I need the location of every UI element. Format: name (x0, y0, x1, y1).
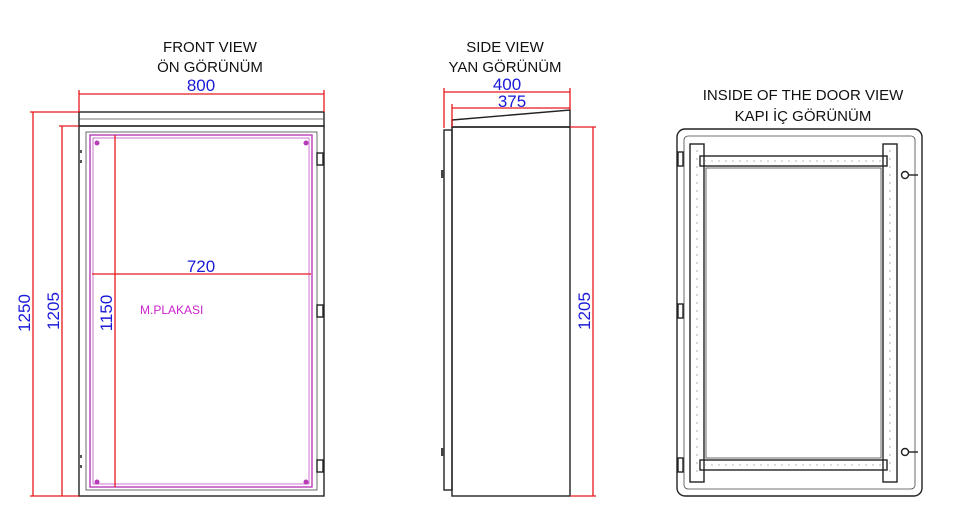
dim-side-height: 1205 (575, 292, 594, 330)
side-view-title-tr: YAN GÖRÜNÜM (448, 58, 561, 76)
dim-side-inner-depth: 375 (498, 92, 526, 111)
door-outer-frame (676, 128, 923, 497)
door-view-title-tr: KAPI İÇ GÖRÜNÜM (735, 107, 872, 125)
side-roof (451, 109, 571, 128)
front-cabinet-body (78, 125, 325, 497)
mounting-plate-label: M.PLAKASI (140, 303, 203, 317)
front-view: FRONT VIEW ÖN GÖRÜNÜM M.PLAKASI 800 720 (15, 39, 325, 497)
side-cabinet-body (451, 126, 571, 497)
door-inner-frame (683, 135, 916, 490)
rail-bottom (699, 459, 888, 471)
plate-hole-bl (94, 479, 100, 485)
hinge-middle-icon (316, 304, 324, 318)
front-view-title-en: FRONT VIEW (163, 39, 258, 56)
door-view: INSIDE OF THE DOOR VIEW KAPI İÇ GÖRÜNÜM (676, 87, 923, 497)
rail-right (882, 143, 898, 483)
front-view-title-tr: ÖN GÖRÜNÜM (157, 58, 263, 76)
dim-front-body-height: 1205 (44, 292, 63, 330)
lock-top-icon (900, 170, 910, 180)
side-view-title-en: SIDE VIEW (466, 39, 544, 56)
mounting-plate-inner (92, 137, 310, 485)
door-hinge-bottom-icon (677, 457, 684, 473)
dim-front-inner-width: 720 (187, 257, 215, 276)
hinge-top-icon (316, 152, 324, 166)
rail-top (699, 155, 888, 167)
side-door-edge (443, 129, 453, 491)
door-view-title-en: INSIDE OF THE DOOR VIEW (703, 87, 904, 104)
dim-front-total-height: 1250 (15, 294, 34, 332)
plate-hole-tr (303, 140, 309, 146)
door-inner-panel (705, 167, 882, 459)
mounting-plate (89, 134, 313, 488)
plate-hole-br (303, 479, 309, 485)
lock-bottom-icon (900, 447, 910, 457)
hinge-bottom-icon (316, 459, 324, 473)
dim-front-width: 800 (187, 76, 215, 95)
dim-front-inner-height: 1150 (97, 295, 116, 332)
dim-side-depth: 400 (493, 75, 521, 94)
door-hinge-middle-icon (677, 303, 684, 319)
door-hinge-top-icon (677, 151, 684, 167)
side-view: SIDE VIEW YAN GÖRÜNÜM 400 375 1205 (441, 39, 596, 497)
plate-hole-tl (94, 140, 100, 146)
rail-left (689, 143, 705, 483)
